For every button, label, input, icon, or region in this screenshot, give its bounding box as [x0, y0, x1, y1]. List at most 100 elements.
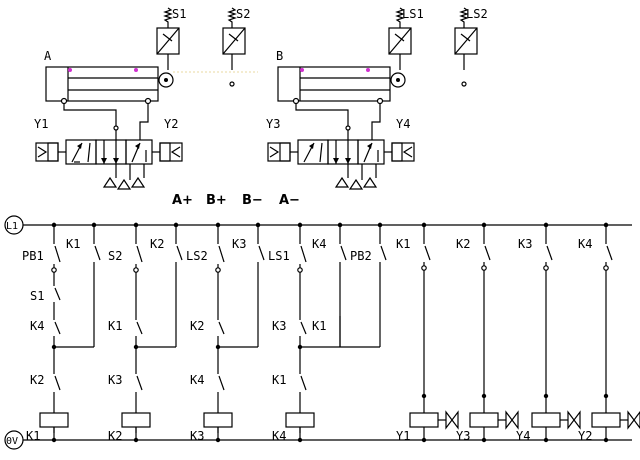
out2-coil-label: Y4 — [516, 429, 530, 443]
extra-k1-label: K1 — [312, 319, 326, 333]
junction-node — [603, 393, 609, 399]
valve-b-y4-label: Y4 — [396, 117, 410, 131]
rail-l1-label: L1 — [6, 221, 18, 232]
limit-switch-ls2: LS2 — [454, 7, 488, 87]
cylinder-b-body — [277, 66, 391, 102]
no-contact — [300, 321, 307, 335]
ladder-diagram: L1 0V PB1 S1 K4 K2 K1 K1 S2 K1 K3 K2 K2 … — [4, 215, 640, 450]
no-contact — [54, 321, 61, 335]
no-contact — [136, 245, 143, 263]
junction-node — [215, 222, 221, 228]
rung3-k4-label: K4 — [190, 373, 204, 387]
sequence-step-3: B− — [242, 193, 263, 208]
valve-icon — [567, 410, 581, 430]
no-contact — [94, 245, 101, 261]
rung1-pb1-label: PB1 — [22, 249, 44, 263]
junction-node — [173, 222, 179, 228]
sequence-text: A+ B+ B− A− — [172, 193, 300, 208]
junction-node — [51, 437, 57, 443]
out1-contact-label: K1 — [396, 237, 410, 251]
cylinder-b-label: B — [276, 49, 283, 63]
limit-switch-ls1: LS1 — [388, 7, 424, 70]
terminal — [421, 265, 427, 271]
junction-node — [481, 437, 487, 443]
junction-node — [255, 222, 261, 228]
rung1-s1-label: S1 — [30, 289, 44, 303]
sensor-s2-label: S2 — [236, 7, 250, 21]
limit-switch-s2: S2 — [222, 7, 250, 87]
junction-node — [133, 437, 139, 443]
coil — [285, 412, 315, 428]
no-contact — [54, 375, 61, 391]
coil — [469, 412, 499, 428]
coil — [591, 412, 621, 428]
no-contact — [218, 321, 225, 335]
rung3-coil-label: K3 — [190, 429, 204, 443]
rung2-k1-label: K1 — [108, 319, 122, 333]
terminal — [603, 265, 609, 271]
junction-node — [51, 222, 57, 228]
junction-node — [603, 437, 609, 443]
out1-coil-label: Y1 — [396, 429, 410, 443]
terminal — [215, 267, 221, 273]
junction-node — [377, 222, 383, 228]
out4-contact-label: K4 — [578, 237, 592, 251]
rung4-k1-label: K1 — [272, 373, 286, 387]
cylinder-a-roller — [158, 72, 174, 88]
junction-node — [481, 393, 487, 399]
cylinder-a-label: A — [44, 49, 52, 63]
coil — [121, 412, 151, 428]
sequence-step-2: B+ — [206, 193, 227, 208]
no-contact — [424, 245, 431, 261]
cylinder-a-body — [45, 66, 159, 102]
rung1-coil-label: K1 — [26, 429, 40, 443]
junction-node — [421, 437, 427, 443]
junction-node — [133, 222, 139, 228]
sequence-step-1: A+ — [172, 193, 193, 208]
junction-node — [481, 222, 487, 228]
rung2-k2-branch-label: K2 — [150, 237, 164, 251]
no-contact — [606, 245, 613, 261]
limit-switch-s1: S1 — [156, 7, 186, 70]
cylinder-b-roller — [390, 72, 406, 88]
junction-node — [215, 437, 221, 443]
no-contact — [484, 245, 491, 261]
no-contact — [300, 375, 307, 391]
rung4-k3-label: K3 — [272, 319, 286, 333]
out3-contact-label: K3 — [518, 237, 532, 251]
coil — [531, 412, 561, 428]
junction-node — [297, 222, 303, 228]
no-contact — [54, 287, 61, 301]
terminal — [481, 265, 487, 271]
valve-a-y1-label: Y1 — [34, 117, 48, 131]
no-contact — [546, 245, 553, 261]
junction-node — [421, 393, 427, 399]
rung2-s2-label: S2 — [108, 249, 122, 263]
rung2-k3-label: K3 — [108, 373, 122, 387]
terminal — [133, 267, 139, 273]
terminal — [297, 267, 303, 273]
no-contact — [136, 375, 143, 391]
pb2-label: PB2 — [350, 249, 372, 263]
rung4-k4-branch-label: K4 — [312, 237, 326, 251]
rung4-coil-label: K4 — [272, 429, 286, 443]
sensor-ls1-label: LS1 — [402, 7, 424, 21]
valve-a-y2-label: Y2 — [164, 117, 178, 131]
rail-0v-label: 0V — [6, 436, 18, 447]
valve-icon — [627, 410, 640, 430]
junction-node — [297, 437, 303, 443]
no-contact — [380, 245, 387, 261]
out3-coil-label: Y2 — [578, 429, 592, 443]
rung4-ls1-label: LS1 — [268, 249, 290, 263]
sequence-step-4: A− — [279, 193, 300, 208]
cylinder-b-group: B LS1 LS2 Y3 Y4 — [266, 7, 488, 190]
terminal — [51, 267, 57, 273]
coil — [409, 412, 439, 428]
no-contact — [258, 245, 265, 261]
junction-node — [543, 437, 549, 443]
coil — [39, 412, 69, 428]
no-contact — [218, 375, 225, 391]
rung1-k1-branch-label: K1 — [66, 237, 80, 251]
valve-icon — [445, 410, 459, 430]
